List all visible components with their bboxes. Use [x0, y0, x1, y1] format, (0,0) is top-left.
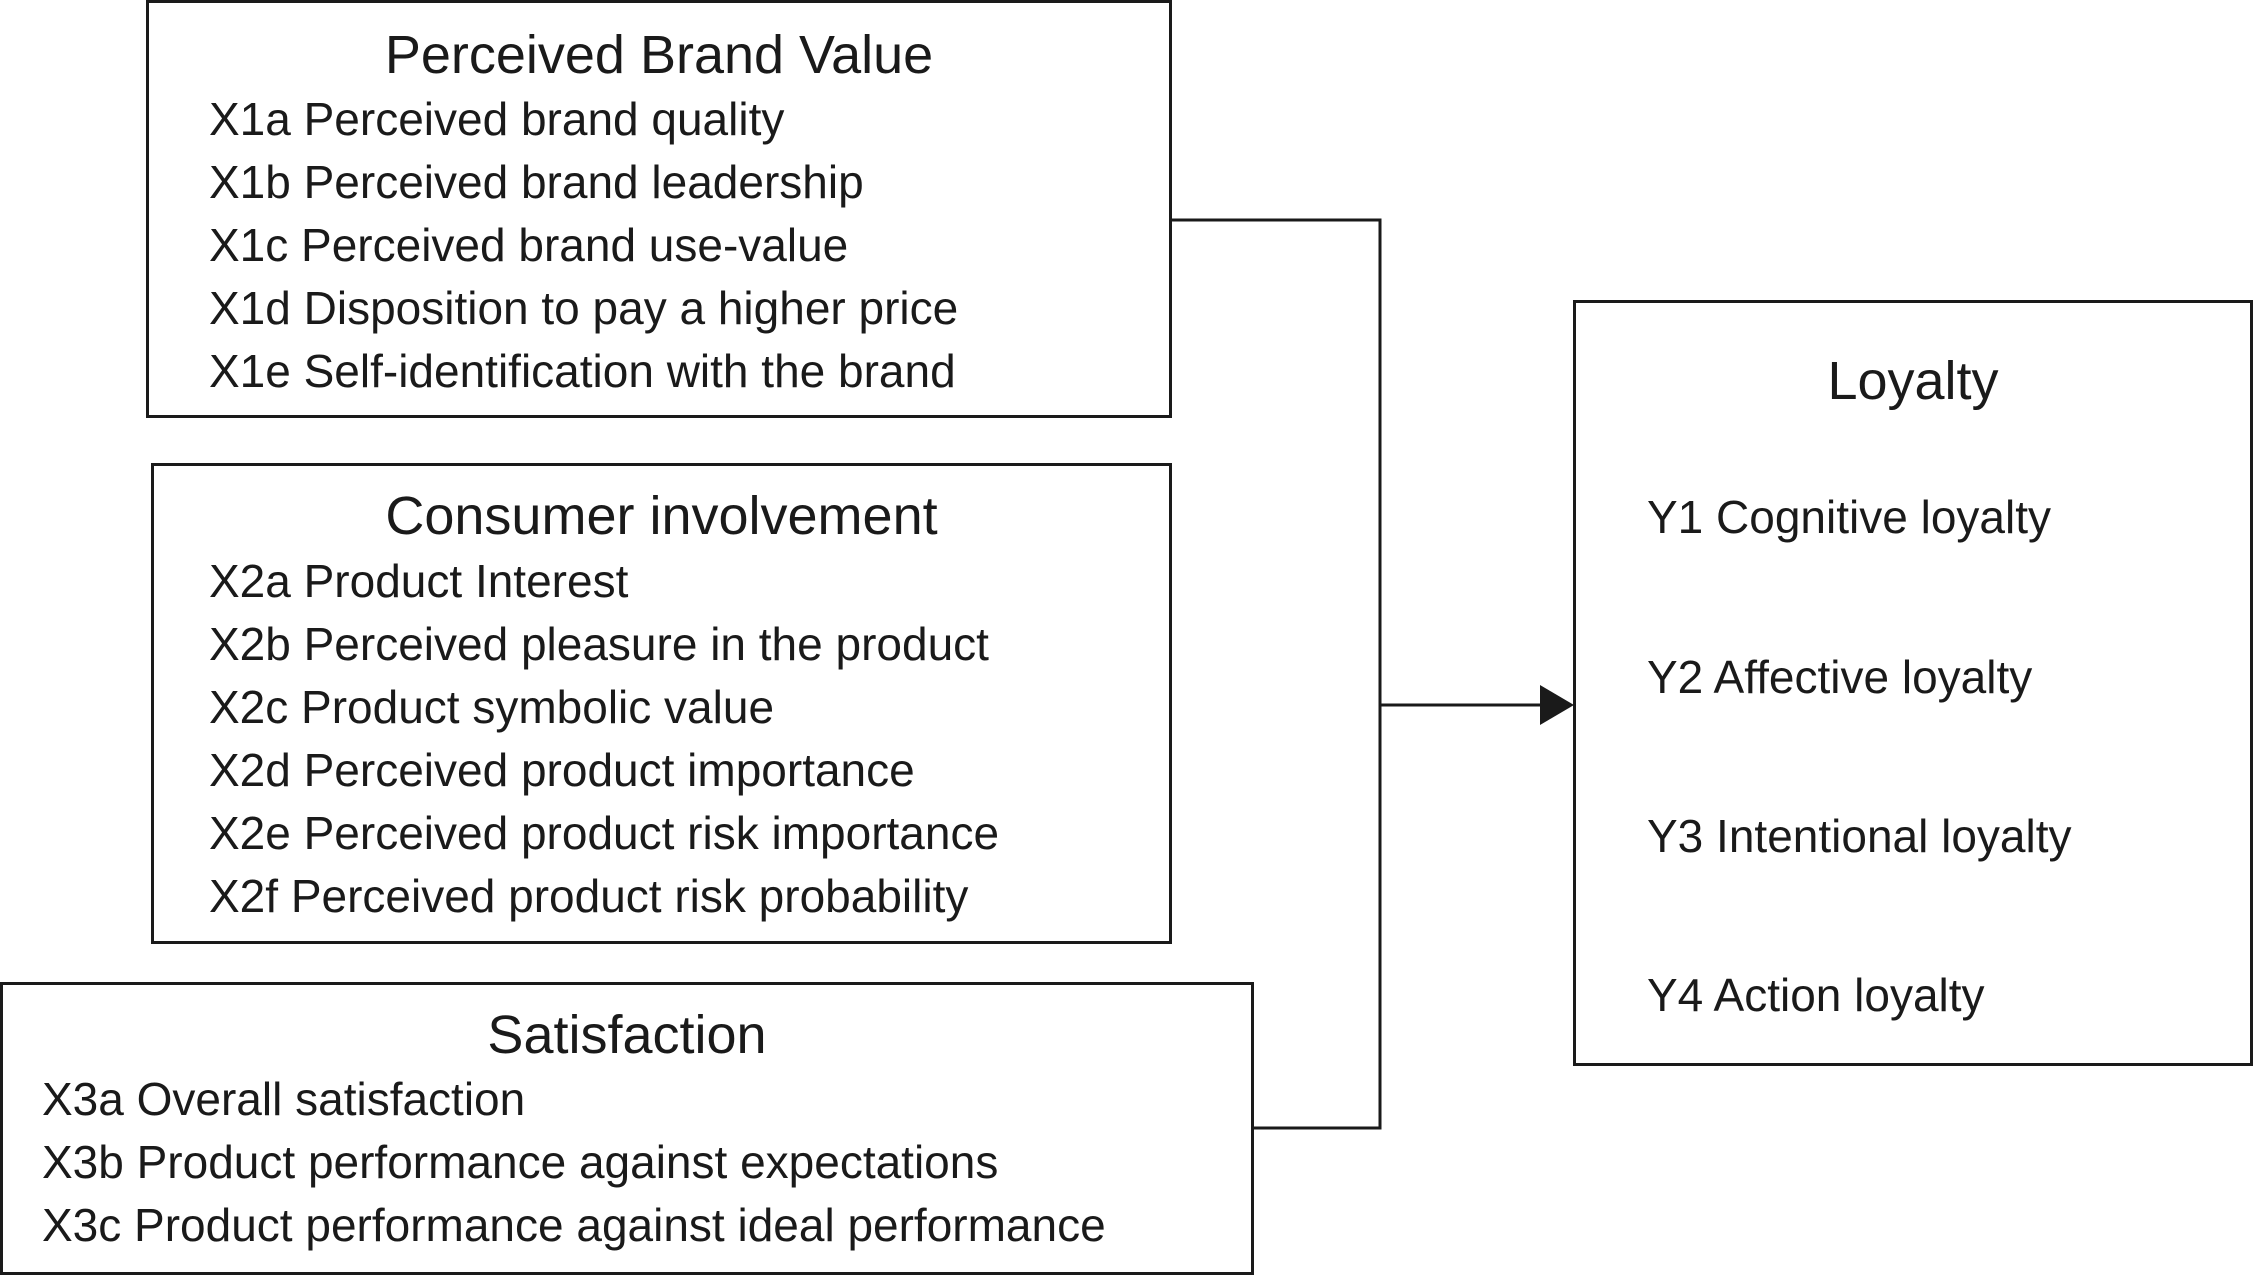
item-x1a: X1a Perceived brand quality — [209, 93, 785, 145]
item-y3: Y3 Intentional loyalty — [1647, 810, 2072, 862]
consumer-involvement-title: Consumer involvement — [385, 486, 938, 546]
item-y2: Y2 Affective loyalty — [1647, 651, 2033, 703]
item-x3c: X3c Product performance against ideal pe… — [42, 1199, 1106, 1251]
satisfaction-box: Satisfaction X3a Overall satisfaction X3… — [0, 982, 1254, 1275]
item-y4: Y4 Action loyalty — [1647, 969, 1985, 1021]
item-x1c: X1c Perceived brand use-value — [209, 219, 849, 271]
connector-brand-value — [1170, 218, 1382, 705]
item-x1e: X1e Self-identification with the brand — [209, 345, 956, 397]
item-x2e: X2e Perceived product risk importance — [209, 807, 1000, 859]
arrow-head-icon — [1540, 685, 1574, 725]
item-x2d: X2d Perceived product importance — [209, 744, 915, 796]
satisfaction-title: Satisfaction — [487, 1005, 767, 1065]
item-x2a: X2a Product Interest — [209, 555, 629, 607]
item-x1b: X1b Perceived brand leadership — [209, 156, 864, 208]
perceived-brand-value-title: Perceived Brand Value — [384, 25, 934, 85]
item-y1: Y1 Cognitive loyalty — [1647, 491, 2051, 543]
loyalty-box: Loyalty Y1 Cognitive loyalty Y2 Affectiv… — [1573, 300, 2253, 1066]
consumer-involvement-box: Consumer involvement X2a Product Interes… — [151, 463, 1172, 944]
item-x2f: X2f Perceived product risk probability — [209, 870, 969, 922]
item-x1d: X1d Disposition to pay a higher price — [209, 282, 959, 334]
connector-satisfaction — [1253, 705, 1382, 1130]
item-x3a: X3a Overall satisfaction — [42, 1073, 526, 1125]
item-x2b: X2b Perceived pleasure in the product — [209, 618, 989, 670]
item-x2c: X2c Product symbolic value — [209, 681, 775, 733]
loyalty-title: Loyalty — [1827, 351, 1999, 411]
item-x3b: X3b Product performance against expectat… — [42, 1136, 999, 1188]
perceived-brand-value-box: Perceived Brand Value X1a Perceived bran… — [146, 0, 1172, 418]
